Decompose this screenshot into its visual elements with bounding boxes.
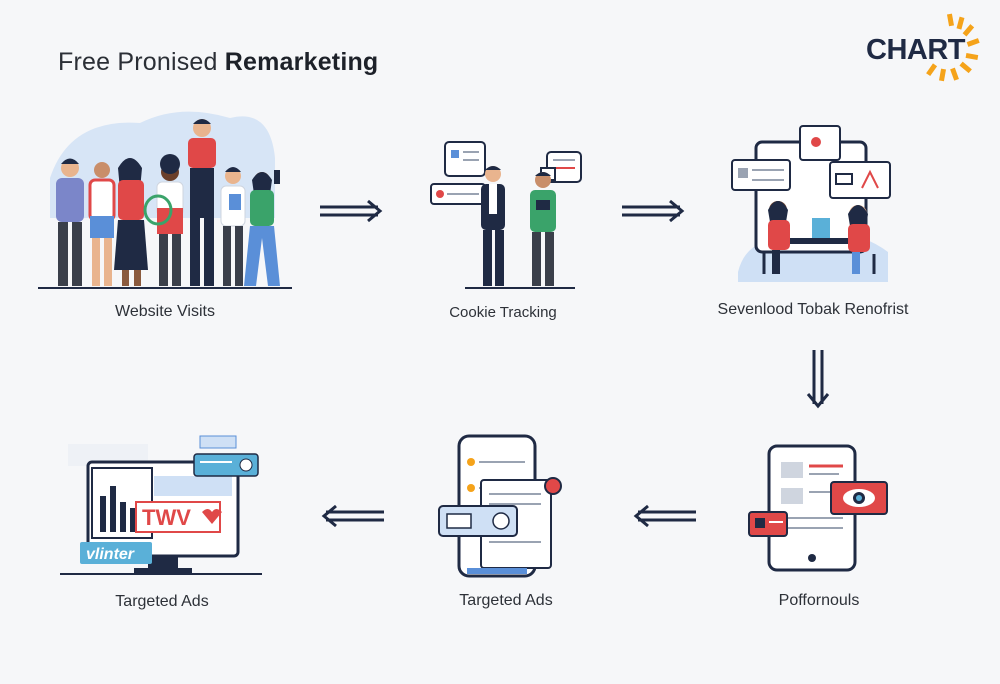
step-label-website-visits: Website Visits bbox=[115, 303, 215, 320]
people-tracking-illustration bbox=[430, 141, 582, 289]
step-label-three: Sevenlood Tobak Renofrist bbox=[717, 301, 909, 318]
double-arrow-left-icon bbox=[633, 504, 696, 528]
logo-text: CHART bbox=[866, 34, 966, 66]
double-arrow-right-icon bbox=[622, 199, 685, 223]
title-strong: Remarketing bbox=[224, 48, 379, 76]
step-label-targeted-ads-mobile: Targeted Ads bbox=[459, 592, 553, 609]
stage-targeted-ads-desktop: TWV vlinter bbox=[52, 432, 272, 587]
stage-three bbox=[728, 122, 898, 297]
step-label-four: Poffornouls bbox=[778, 592, 860, 609]
stage-four bbox=[745, 440, 895, 585]
title-light: Free Pronised bbox=[58, 48, 225, 76]
step-label-targeted-ads-desktop: Targeted Ads bbox=[115, 593, 209, 610]
phone-ads-illustration bbox=[438, 434, 562, 578]
double-arrow-left-icon bbox=[321, 504, 384, 528]
desktop-ad-badge-text: vlinter bbox=[86, 546, 135, 563]
sunburst-icon bbox=[926, 13, 980, 82]
stage-targeted-ads-mobile bbox=[435, 432, 575, 587]
crowd-illustration bbox=[38, 111, 292, 289]
stage-website-visits bbox=[30, 98, 300, 303]
desktop-ad-banner-text: TWV bbox=[142, 505, 191, 530]
tablet-eye-illustration bbox=[748, 444, 888, 572]
double-arrow-right-icon bbox=[320, 199, 383, 223]
stage-cookie-tracking bbox=[425, 138, 595, 303]
team-desk-illustration bbox=[731, 125, 891, 282]
step-label-cookie-tracking: Cookie Tracking bbox=[449, 304, 557, 321]
desktop-ads-illustration: TWV vlinter bbox=[60, 435, 262, 575]
chart-logo: CHART bbox=[862, 8, 990, 88]
page-title: Free Pronised Remarketing bbox=[58, 48, 378, 77]
double-arrow-down-icon bbox=[806, 350, 830, 409]
